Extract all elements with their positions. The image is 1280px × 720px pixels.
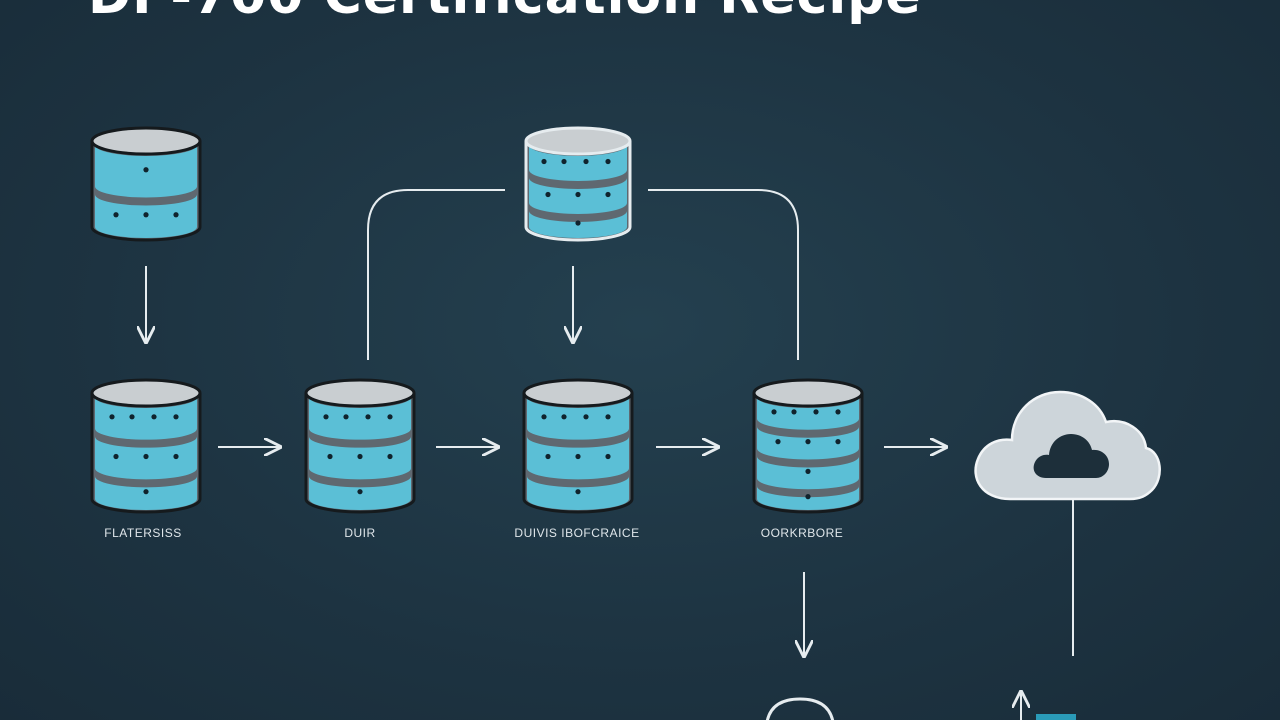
- connector-loop-right: [648, 189, 799, 360]
- database-icon-flatersiss: [90, 378, 202, 514]
- partial-mark-bottom-right: [1036, 714, 1076, 720]
- label-duir: DUIR: [344, 526, 375, 540]
- database-icon-duivis: [522, 378, 634, 514]
- label-oorkrbore: OORKRBORE: [761, 526, 844, 540]
- cloud-icon: [974, 390, 1161, 501]
- database-icon-top-center: [524, 126, 632, 242]
- label-duivis: DUIVIS IBOFCRAICE: [514, 526, 639, 540]
- database-icon-oorkrbore: [752, 378, 864, 514]
- connector-loop-left: [367, 189, 505, 360]
- connectors: [146, 189, 1074, 720]
- database-icon-duir: [304, 378, 416, 514]
- label-flatersiss: FLATERSISS: [104, 526, 181, 540]
- diagram-title: DP-700 Certification Recipe: [88, 0, 922, 26]
- cloud-inner-icon: [1033, 434, 1109, 478]
- circle-icon-bottom: [765, 697, 835, 720]
- database-icon-top-left: [90, 126, 202, 242]
